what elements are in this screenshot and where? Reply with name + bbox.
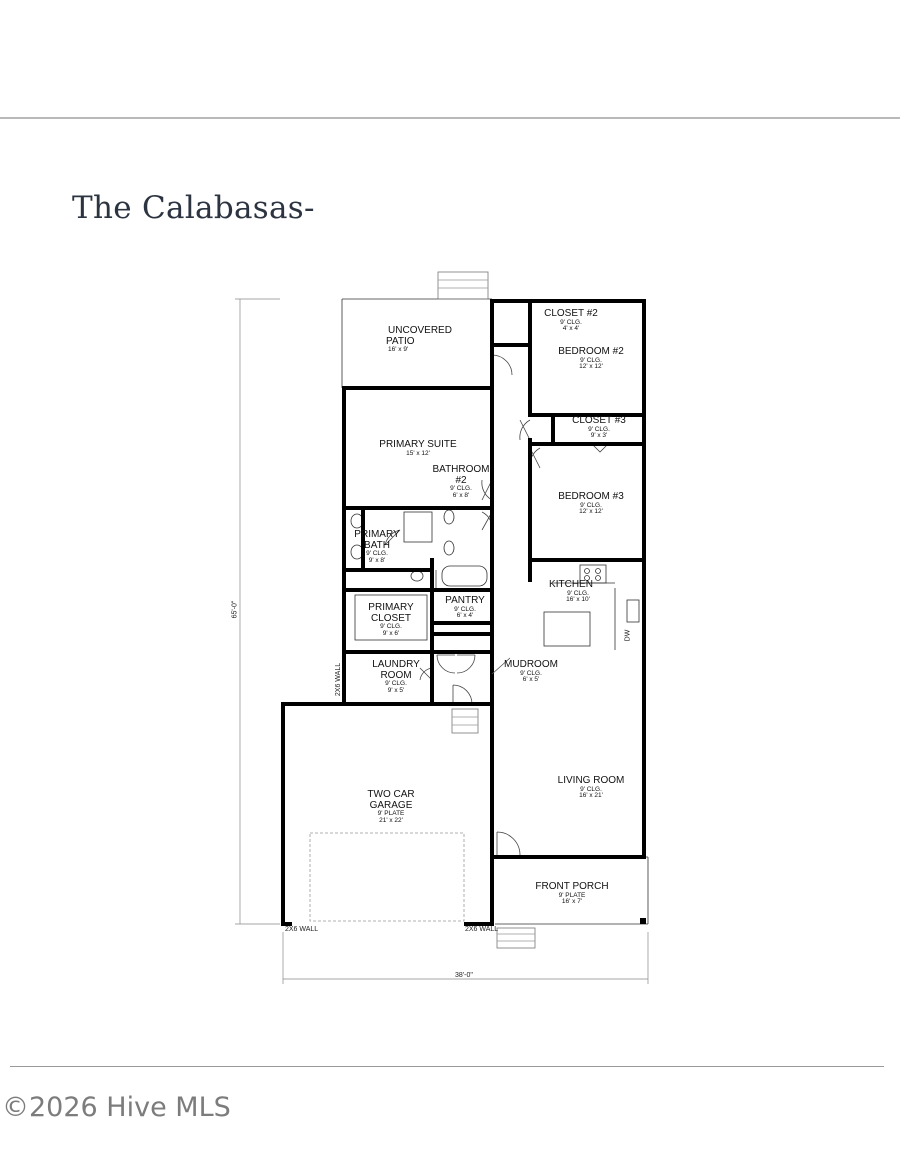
mudroom-size: 6' x 5' (522, 676, 540, 684)
garage-name-1: TWO CAR (367, 789, 415, 800)
wall-note-left: 2X6 WALL (285, 926, 319, 933)
mudroom-clg: 9' CLG. (520, 669, 542, 677)
room-bathroom-2: BATHROOM #2 9' CLG. 6' x 8' (426, 464, 496, 500)
room-primary-bath: PRIMARY BATH 9' CLG. 9' x 8' (348, 529, 406, 565)
bathroom2-size: 6' x 8' (452, 491, 470, 499)
primary-bath-size: 9' x 8' (368, 556, 386, 564)
room-garage: TWO CAR GARAGE 9' PLATE 21' x 22' (354, 789, 428, 825)
room-pantry: PANTRY 9' CLG. 6' x 4' (436, 595, 494, 620)
patio-name-1: UNCOVERED (388, 325, 452, 336)
room-closet-3: CLOSET #3 9' CLG. 9' x 3' (566, 415, 632, 440)
bathroom2-name-1: BATHROOM (432, 464, 490, 475)
patio-name-2: PATIO (386, 335, 415, 347)
room-primary-closet: PRIMARY CLOSET 9' CLG. 9' x 6' (358, 602, 424, 638)
garage-name-2: GARAGE (369, 799, 413, 811)
room-bedroom-2: BEDROOM #2 9' CLG. 12' x 12' (550, 346, 632, 371)
bathroom2-name-2: #2 (455, 474, 467, 486)
room-closet-2: CLOSET #2 9' CLG. 4' x 4' (538, 308, 604, 333)
top-divider (0, 117, 900, 119)
dw-label: DW (624, 629, 632, 642)
porch-size: 16' x 7' (561, 898, 583, 906)
overall-depth-label: 65'-0" (231, 600, 239, 619)
closet3-size: 9' x 3' (590, 432, 608, 440)
room-patio: UNCOVERED PATIO 16' x 9' (372, 325, 468, 354)
dimension-lines (235, 298, 649, 984)
living-name: LIVING ROOM (557, 775, 625, 786)
bedroom2-clg: 9' CLG. (580, 356, 602, 364)
garage-clg: 9' PLATE (377, 810, 405, 817)
room-mudroom: MUDROOM 9' CLG. 6' x 5' (498, 659, 564, 684)
room-primary-suite: PRIMARY SUITE 15' x 12' (370, 439, 466, 457)
pantry-name: PANTRY (445, 595, 485, 606)
bedroom3-size: 12' x 12' (579, 508, 603, 516)
primary-bath-name-2: BATH (364, 539, 390, 551)
wall-note-side: 2X6 WALL (335, 662, 343, 697)
pantry-clg: 9' CLG. (454, 605, 476, 613)
laundry-size: 9' x 5' (387, 686, 405, 694)
mudroom-name: MUDROOM (504, 659, 558, 670)
bedroom2-name: BEDROOM #2 (558, 346, 624, 357)
laundry-name-2: ROOM (380, 669, 412, 681)
patio-size: 16' x 9' (388, 346, 409, 353)
page-title: The Calabasas- (72, 190, 315, 226)
mudroom-arrow (491, 657, 511, 675)
primary-closet-name-1: PRIMARY (368, 602, 414, 613)
copyright-text: ©2026 Hive MLS (2, 1092, 231, 1123)
walls (281, 299, 646, 926)
wall-note-right: 2X6 WALL (465, 926, 499, 933)
room-kitchen: KITCHEN 9' CLG. 16' x 10' (538, 579, 604, 604)
bedroom3-clg: 9' CLG. (580, 501, 602, 509)
porch-post (640, 918, 646, 924)
room-living: LIVING ROOM 9' CLG. 16' x 21' (548, 775, 634, 800)
porch-name: FRONT PORCH (535, 881, 609, 892)
overall-width-label: 38'-0" (455, 972, 473, 979)
bedroom3-name: BEDROOM #3 (558, 491, 624, 502)
room-front-porch: FRONT PORCH 9' PLATE 16' x 7' (532, 881, 612, 906)
laundry-name-1: LAUNDRY (372, 659, 420, 670)
pantry-size: 6' x 4' (456, 612, 474, 620)
living-clg: 9' CLG. (580, 785, 602, 793)
closet2-name: CLOSET #2 (544, 308, 598, 319)
closet3-clg: 9' CLG. (588, 425, 610, 433)
laundry-clg: 9' CLG. (385, 680, 407, 687)
primary-bath-clg: 9' CLG. (366, 550, 388, 557)
living-size: 16' x 21' (579, 792, 603, 800)
garage-size: 21' x 22' (379, 816, 403, 824)
porch-clg: 9' PLATE (558, 891, 586, 899)
room-laundry: LAUNDRY ROOM 9' CLG. 9' x 5' (362, 659, 430, 695)
thin-outlines (309, 271, 649, 949)
bathroom2-clg: 9' CLG. (450, 485, 472, 492)
kitchen-name: KITCHEN (549, 579, 593, 590)
bottom-divider (10, 1066, 884, 1067)
primary-closet-clg: 9' CLG. (380, 623, 402, 630)
primary-bath-name-1: PRIMARY (354, 529, 400, 540)
closet2-size: 4' x 4' (562, 325, 580, 333)
kitchen-size: 16' x 10' (566, 596, 590, 604)
primary-closet-name-2: CLOSET (370, 612, 411, 624)
primary-suite-size: 15' x 12' (406, 449, 430, 457)
primary-suite-name: PRIMARY SUITE (379, 439, 457, 450)
primary-closet-size: 9' x 6' (382, 629, 400, 637)
room-bedroom-3: BEDROOM #3 9' CLG. 12' x 12' (550, 491, 632, 516)
closet3-name: CLOSET #3 (572, 415, 626, 426)
bedroom2-size: 12' x 12' (579, 363, 603, 371)
closet2-clg: 9' CLG. (560, 318, 582, 326)
kitchen-clg: 9' CLG. (567, 589, 589, 597)
